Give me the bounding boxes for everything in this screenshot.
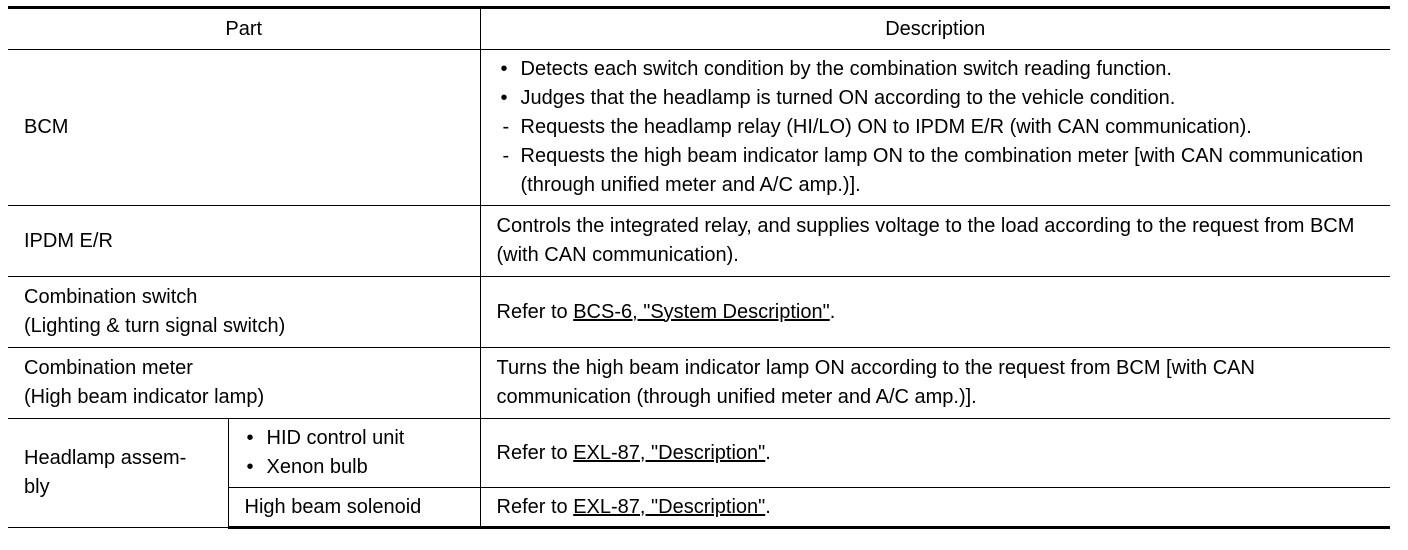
table-row-combination-switch: Combination switch (Lighting & turn sign… (8, 276, 1390, 348)
subpart-list: • HID control unit • Xenon bulb (245, 424, 464, 482)
part-bcm: BCM (8, 49, 481, 206)
header-row: Part Description (8, 6, 1390, 50)
part-name-line: (High beam indicator lamp) (24, 386, 265, 408)
suffix: . (829, 300, 836, 323)
reference-link-exl-87[interactable]: EXL-87, "Description" (573, 441, 766, 464)
dash-marker: - (502, 145, 510, 167)
bullet-marker: • (500, 58, 508, 80)
bullet-marker: • (500, 87, 508, 109)
refer-prefix: Refer to (496, 495, 574, 518)
description-headlamp-solenoid: Refer to EXL-87, "Description". (479, 487, 1390, 529)
list-item-text: Detects each switch condition by the com… (520, 58, 1172, 80)
list-item-text: Judges that the headlamp is turned ON ac… (520, 87, 1176, 109)
table-row-combination-meter: Combination meter (High beam indicator l… (8, 347, 1390, 419)
part-headlamp-assembly: Headlamp assem- bly (8, 418, 229, 528)
reference-link-exl-87[interactable]: EXL-87, "Description" (573, 495, 766, 518)
table-row-headlamp-solenoid: High beam solenoid Refer to EXL-87, "Des… (8, 487, 1390, 529)
part-name-line: Combination switch (24, 286, 198, 308)
list-item-text: Xenon bulb (266, 456, 368, 478)
suffix: . (765, 495, 771, 518)
part-name-line: (Lighting & turn signal switch) (24, 315, 286, 337)
list-item: • Judges that the headlamp is turned ON a… (497, 84, 1375, 113)
list-item: • Xenon bulb (245, 453, 464, 482)
list-item-text: HID control unit (266, 427, 405, 449)
description-bcm: • Detects each switch condition by the co… (479, 49, 1390, 206)
suffix: . (765, 441, 771, 464)
header-part: Part (8, 6, 481, 50)
part-name-line: bly (24, 476, 50, 498)
part-combination-meter: Combination meter (High beam indicator l… (8, 347, 481, 419)
list-item: • HID control unit (245, 424, 464, 453)
list-item-text: Requests the headlamp relay (HI/LO) ON t… (520, 116, 1252, 138)
part-combination-switch: Combination switch (Lighting & turn sign… (8, 276, 481, 348)
subpart-hid-xenon: • HID control unit • Xenon bulb (227, 418, 481, 488)
list-item: -Requests the high beam indicator lamp O… (497, 142, 1375, 200)
table-row-bcm: BCM • Detects each switch condition by th… (8, 49, 1390, 206)
header-description: Description (479, 6, 1390, 50)
refer-prefix: Refer to (496, 300, 574, 323)
bullet-marker: • (246, 427, 254, 449)
bullet-marker: • (246, 456, 254, 478)
parts-description-table: Part Description BCM • Detects each switc… (8, 6, 1390, 529)
list-item-text: Requests the high beam indicator lamp ON… (520, 145, 1364, 196)
table-row-headlamp-hid: Headlamp assem- bly • HID control unit • X… (8, 418, 1390, 528)
dash-marker: - (502, 116, 510, 138)
description-combination-meter: Turns the high beam indicator lamp ON ac… (479, 347, 1390, 419)
description-combination-switch: Refer to BCS-6, "System Description". (479, 276, 1390, 348)
description-ipdm: Controls the integrated relay, and suppl… (479, 205, 1390, 277)
reference-link-bcs-6[interactable]: BCS-6, "System Description" (573, 300, 830, 323)
part-name-line: Combination meter (24, 357, 193, 379)
part-name-line: Headlamp assem- (24, 447, 187, 469)
bcm-function-list: • Detects each switch condition by the co… (497, 55, 1375, 200)
parts-table-container: Part Description BCM • Detects each switc… (8, 6, 1390, 529)
subpart-high-beam-solenoid: High beam solenoid (228, 487, 481, 529)
description-headlamp-hid: Refer to EXL-87, "Description". (479, 418, 1390, 488)
table-row-ipdm: IPDM E/R Controls the integrated relay, … (8, 205, 1390, 277)
part-ipdm: IPDM E/R (8, 205, 481, 277)
refer-prefix: Refer to (496, 441, 574, 464)
list-item: -Requests the headlamp relay (HI/LO) ON … (497, 113, 1375, 142)
list-item: • Detects each switch condition by the co… (497, 55, 1375, 84)
